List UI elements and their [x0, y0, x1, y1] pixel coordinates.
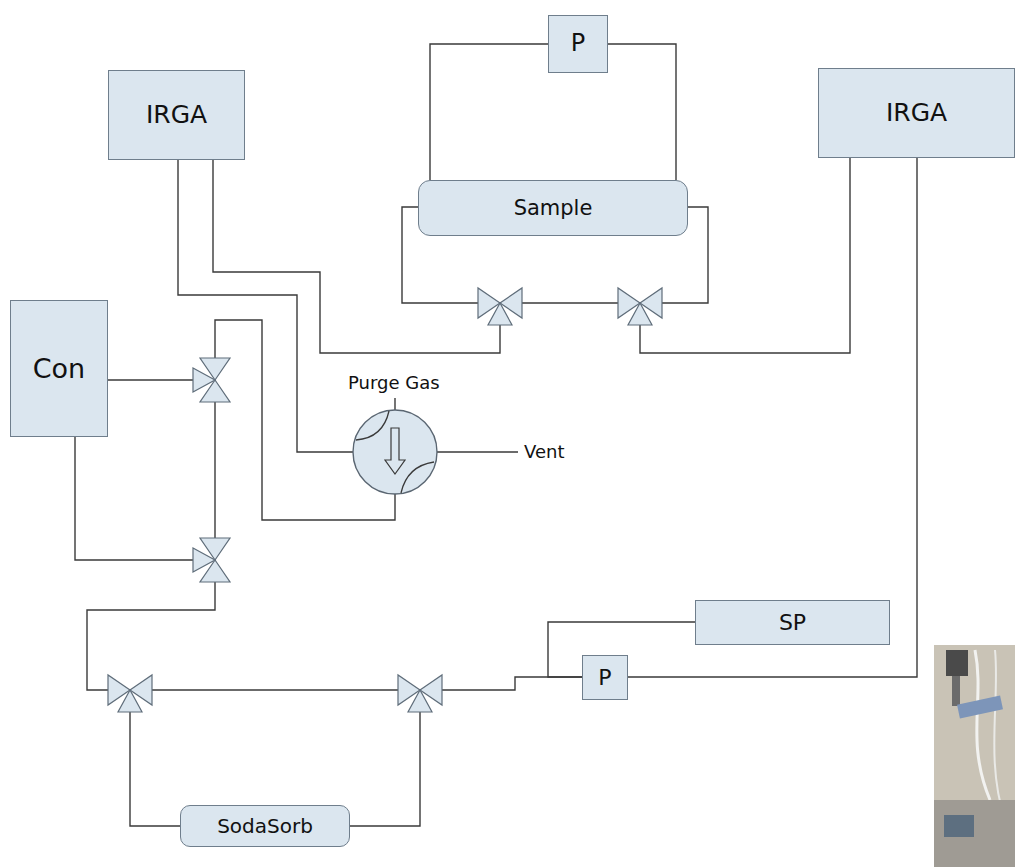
gas-line — [75, 437, 215, 826]
three-way-valve — [118, 690, 142, 712]
three-way-valve — [193, 358, 230, 402]
port-label: Vent — [524, 441, 564, 463]
equipment-photo — [975, 650, 990, 800]
three-way-valve — [488, 303, 512, 325]
gas-tubing — [108, 160, 640, 690]
box-label: IRGA — [886, 99, 947, 128]
gas-tubing — [437, 451, 518, 452]
three-way-valve — [618, 288, 662, 325]
three-way-valve — [193, 548, 215, 572]
four-port-valve — [353, 410, 437, 494]
box-label: IRGA — [146, 101, 207, 130]
gas-tubing — [178, 160, 353, 452]
equipment-photo — [934, 645, 1015, 867]
setpoint-box: SP — [695, 600, 890, 645]
box-label: SP — [779, 610, 806, 635]
four-port-valve — [401, 462, 434, 493]
three-way-valve — [408, 690, 432, 712]
three-way-valve — [478, 288, 522, 325]
equipment-photo — [946, 650, 968, 676]
gas-tubing — [130, 689, 420, 690]
three-way-valve — [108, 288, 662, 712]
gas-line — [350, 677, 582, 826]
equipment-photo — [994, 650, 1005, 820]
analyzer-box: IRGA — [108, 70, 245, 160]
three-way-valve — [193, 538, 230, 582]
equipment-photo — [957, 696, 1003, 719]
three-way-valve — [108, 675, 152, 712]
gas-line — [608, 44, 676, 180]
four-port-valve — [353, 410, 437, 494]
box-label: P — [571, 30, 585, 58]
three-way-valve — [398, 675, 442, 712]
equipment-photo — [934, 800, 1015, 867]
analyzer-box: IRGA — [818, 68, 1015, 158]
equipment-photo — [934, 645, 1015, 867]
box-label: P — [598, 665, 611, 690]
pump-box: P — [548, 15, 608, 73]
box-label: Con — [33, 353, 85, 384]
gas-line — [430, 44, 548, 180]
scrubber-box: SodaSorb — [180, 805, 350, 847]
box-label: Sample — [514, 196, 593, 220]
box-label: SodaSorb — [217, 815, 313, 838]
gas-tubing — [394, 398, 395, 410]
port-label: Purge Gas — [348, 372, 440, 394]
equipment-photo — [944, 815, 974, 837]
three-way-valve — [193, 368, 215, 392]
four-port-valve — [385, 428, 405, 474]
sample-chamber: Sample — [418, 180, 688, 236]
conditioner-box: Con — [10, 300, 108, 437]
equipment-photo — [952, 676, 960, 706]
gas-tubing — [214, 380, 215, 560]
four-port-valve — [356, 411, 389, 440]
pump-box: P — [582, 655, 628, 700]
three-way-valve — [628, 303, 652, 325]
